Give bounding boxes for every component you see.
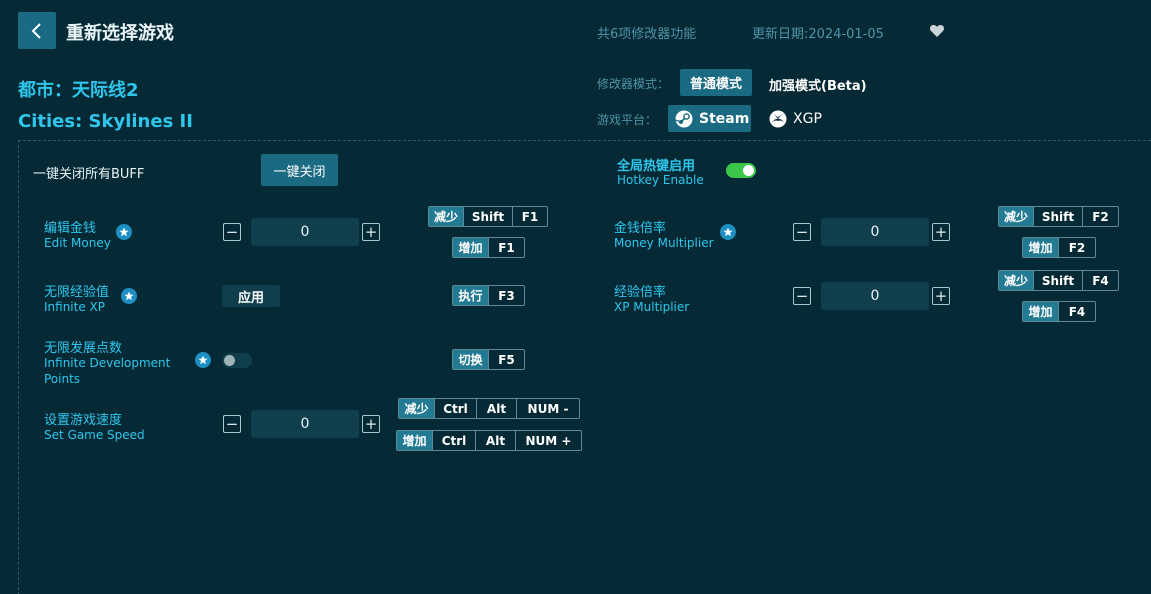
close-all-label: 一键关闭所有BUFF — [33, 167, 145, 182]
infinite-dev-toggle-hotkey[interactable]: 切换 F5 — [452, 349, 525, 370]
infinite-xp-apply-button[interactable]: 应用 — [222, 285, 280, 307]
back-arrow-icon — [31, 22, 41, 39]
heart-icon[interactable] — [929, 23, 945, 39]
edit-money-label-en: Edit Money — [44, 236, 111, 250]
star-icon — [723, 227, 733, 237]
hotkey-action: 减少 — [999, 271, 1033, 290]
favorite-star-icon[interactable] — [195, 352, 211, 368]
hotkey-modifier: Shift — [463, 207, 512, 226]
hotkey-action: 执行 — [453, 286, 488, 305]
cheat-panel — [18, 140, 1151, 594]
money-multiplier-label-cn: 金钱倍率 — [614, 221, 667, 236]
hotkey-modifier: Shift — [1033, 207, 1082, 226]
back-button[interactable] — [18, 12, 56, 49]
edit-money-minus-button[interactable]: − — [223, 223, 241, 241]
game-speed-minus-button[interactable]: − — [223, 415, 241, 433]
edit-money-plus-button[interactable]: + — [362, 223, 380, 241]
hotkey-key: NUM + — [515, 431, 581, 450]
hotkey-action: 减少 — [399, 399, 434, 418]
hotkey-key: F1 — [488, 238, 524, 257]
favorite-star-icon[interactable] — [121, 288, 137, 304]
hotkey-key: F5 — [488, 350, 524, 369]
favorite-star-icon[interactable] — [720, 224, 736, 240]
hotkey-key: F1 — [512, 207, 547, 226]
xp-multiplier-minus-button[interactable]: − — [793, 287, 811, 305]
hotkey-key: F4 — [1058, 302, 1095, 321]
hotkey-action: 增加 — [453, 238, 488, 257]
xp-multiplier-label-cn: 经验倍率 — [614, 285, 667, 300]
infinite-dev-label-en-line2: Points — [44, 372, 81, 386]
hotkey-action: 减少 — [429, 207, 463, 226]
edit-money-input[interactable]: 0 — [251, 218, 359, 246]
hotkey-modifier: Alt — [476, 399, 516, 418]
normal-mode-button[interactable]: 普通模式 — [680, 69, 752, 96]
xp-multiplier-input[interactable]: 0 — [821, 282, 929, 310]
xp-multiplier-label-en: XP Multiplier — [614, 300, 690, 314]
xbox-icon — [769, 110, 787, 128]
hotkey-action: 增加 — [397, 431, 432, 450]
money-multiplier-decrease-hotkey[interactable]: 减少 Shift F2 — [998, 206, 1119, 227]
game-name-cn: 都市：天际线2 — [18, 80, 139, 101]
hotkey-action: 切换 — [453, 350, 488, 369]
star-icon — [119, 227, 129, 237]
hotkey-enable-label-en: Hotkey Enable — [617, 173, 704, 187]
star-icon — [198, 355, 208, 365]
game-speed-increase-hotkey[interactable]: 增加 Ctrl Alt NUM + — [396, 430, 582, 451]
star-icon — [124, 291, 134, 301]
hotkey-enable-toggle[interactable] — [726, 163, 756, 178]
hotkey-modifier: Ctrl — [434, 399, 476, 418]
hotkey-modifier: Alt — [475, 431, 515, 450]
money-multiplier-plus-button[interactable]: + — [932, 223, 950, 241]
enhanced-mode-button[interactable]: 加强模式(Beta) — [769, 79, 867, 94]
steam-platform-button[interactable]: Steam — [668, 105, 751, 132]
platform-label: 游戏平台： — [597, 113, 658, 127]
close-all-button[interactable]: 一键关闭 — [261, 154, 338, 186]
feature-count: 共6项修改器功能 — [597, 27, 697, 42]
hotkey-key: NUM - — [516, 399, 579, 418]
xgp-platform-button[interactable]: XGP — [769, 108, 822, 130]
game-name-en: Cities: Skylines II — [18, 111, 193, 132]
update-date: 更新日期:2024-01-05 — [752, 27, 884, 42]
edit-money-label-cn: 编辑金钱 — [44, 221, 97, 236]
money-multiplier-label-en: Money Multiplier — [614, 236, 714, 250]
money-multiplier-input[interactable]: 0 — [821, 218, 929, 246]
page-title: 重新选择游戏 — [66, 23, 174, 44]
edit-money-decrease-hotkey[interactable]: 减少 Shift F1 — [428, 206, 548, 227]
hotkey-action: 增加 — [1023, 302, 1058, 321]
hotkey-key: F4 — [1082, 271, 1118, 290]
game-speed-label-cn: 设置游戏速度 — [44, 413, 123, 428]
game-speed-label-en: Set Game Speed — [44, 428, 145, 442]
infinite-dev-label-cn: 无限发展点数 — [44, 341, 123, 356]
hotkey-action: 增加 — [1023, 238, 1058, 257]
infinite-xp-label-cn: 无限经验值 — [44, 285, 110, 300]
hotkey-enable-label-cn: 全局热键启用 — [617, 159, 696, 174]
money-multiplier-increase-hotkey[interactable]: 增加 F2 — [1022, 237, 1096, 258]
infinite-dev-toggle[interactable] — [222, 353, 252, 368]
infinite-dev-label-en-line1: Infinite Development — [44, 356, 171, 370]
steam-icon — [675, 110, 693, 127]
infinite-xp-label-en: Infinite XP — [44, 300, 106, 314]
xp-multiplier-plus-button[interactable]: + — [932, 287, 950, 305]
hotkey-key: F3 — [488, 286, 524, 305]
game-speed-input[interactable]: 0 — [251, 410, 359, 438]
xp-multiplier-decrease-hotkey[interactable]: 减少 Shift F4 — [998, 270, 1119, 291]
hotkey-action: 减少 — [999, 207, 1033, 226]
money-multiplier-minus-button[interactable]: − — [793, 223, 811, 241]
mode-label: 修改器模式： — [597, 77, 670, 91]
game-speed-plus-button[interactable]: + — [362, 415, 380, 433]
xgp-label: XGP — [793, 111, 822, 127]
game-speed-decrease-hotkey[interactable]: 减少 Ctrl Alt NUM - — [398, 398, 580, 419]
edit-money-increase-hotkey[interactable]: 增加 F1 — [452, 237, 525, 258]
hotkey-key: F2 — [1058, 238, 1095, 257]
steam-label: Steam — [699, 110, 750, 127]
xp-multiplier-increase-hotkey[interactable]: 增加 F4 — [1022, 301, 1096, 322]
favorite-star-icon[interactable] — [116, 224, 132, 240]
hotkey-key: F2 — [1082, 207, 1118, 226]
hotkey-modifier: Ctrl — [432, 431, 475, 450]
hotkey-modifier: Shift — [1033, 271, 1082, 290]
infinite-xp-run-hotkey[interactable]: 执行 F3 — [452, 285, 525, 306]
